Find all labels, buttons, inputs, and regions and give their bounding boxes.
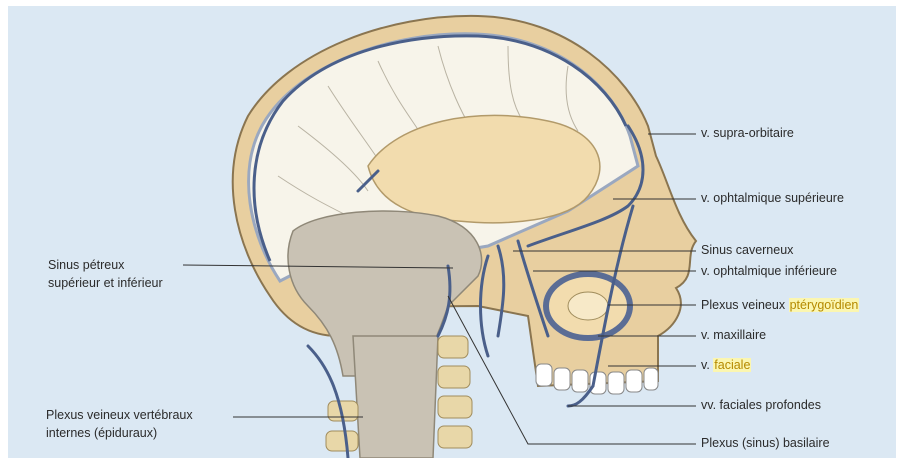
head-venous-illustration: [8, 6, 896, 458]
label-plexus-vertebraux-line1: Plexus veineux vertébraux: [46, 406, 193, 425]
label-plexus-pterygoidien-highlight: ptérygoïdien: [789, 298, 860, 312]
label-sinus-petreux-line1: Sinus pétreux: [48, 256, 124, 275]
label-sinus-petreux-line2: supérieur et inférieur: [48, 274, 163, 293]
label-ophtalmique-superieure: v. ophtalmique supérieure: [701, 189, 844, 208]
label-supra-orbitaire: v. supra-orbitaire: [701, 124, 794, 143]
label-faciale: v. faciale: [701, 356, 751, 375]
label-faciales-profondes: vv. faciales profondes: [701, 396, 821, 415]
label-maxillaire: v. maxillaire: [701, 326, 766, 345]
label-ophtalmique-inferieure: v. ophtalmique inférieure: [701, 262, 837, 281]
label-plexus-vertebraux-line2: internes (épiduraux): [46, 424, 157, 443]
label-plexus-basilaire: Plexus (sinus) basilaire: [701, 434, 830, 453]
label-plexus-pterygoidien: Plexus veineux ptérygoïdien: [701, 296, 859, 315]
label-faciale-highlight: faciale: [713, 358, 751, 372]
anatomy-figure: v. supra-orbitaire v. ophtalmique supéri…: [8, 6, 896, 458]
label-sinus-caverneux: Sinus caverneux: [701, 241, 793, 260]
label-faciale-prefix: v.: [701, 358, 713, 372]
spinal-canal: [353, 336, 438, 458]
label-plexus-pterygoidien-prefix: Plexus veineux: [701, 298, 789, 312]
